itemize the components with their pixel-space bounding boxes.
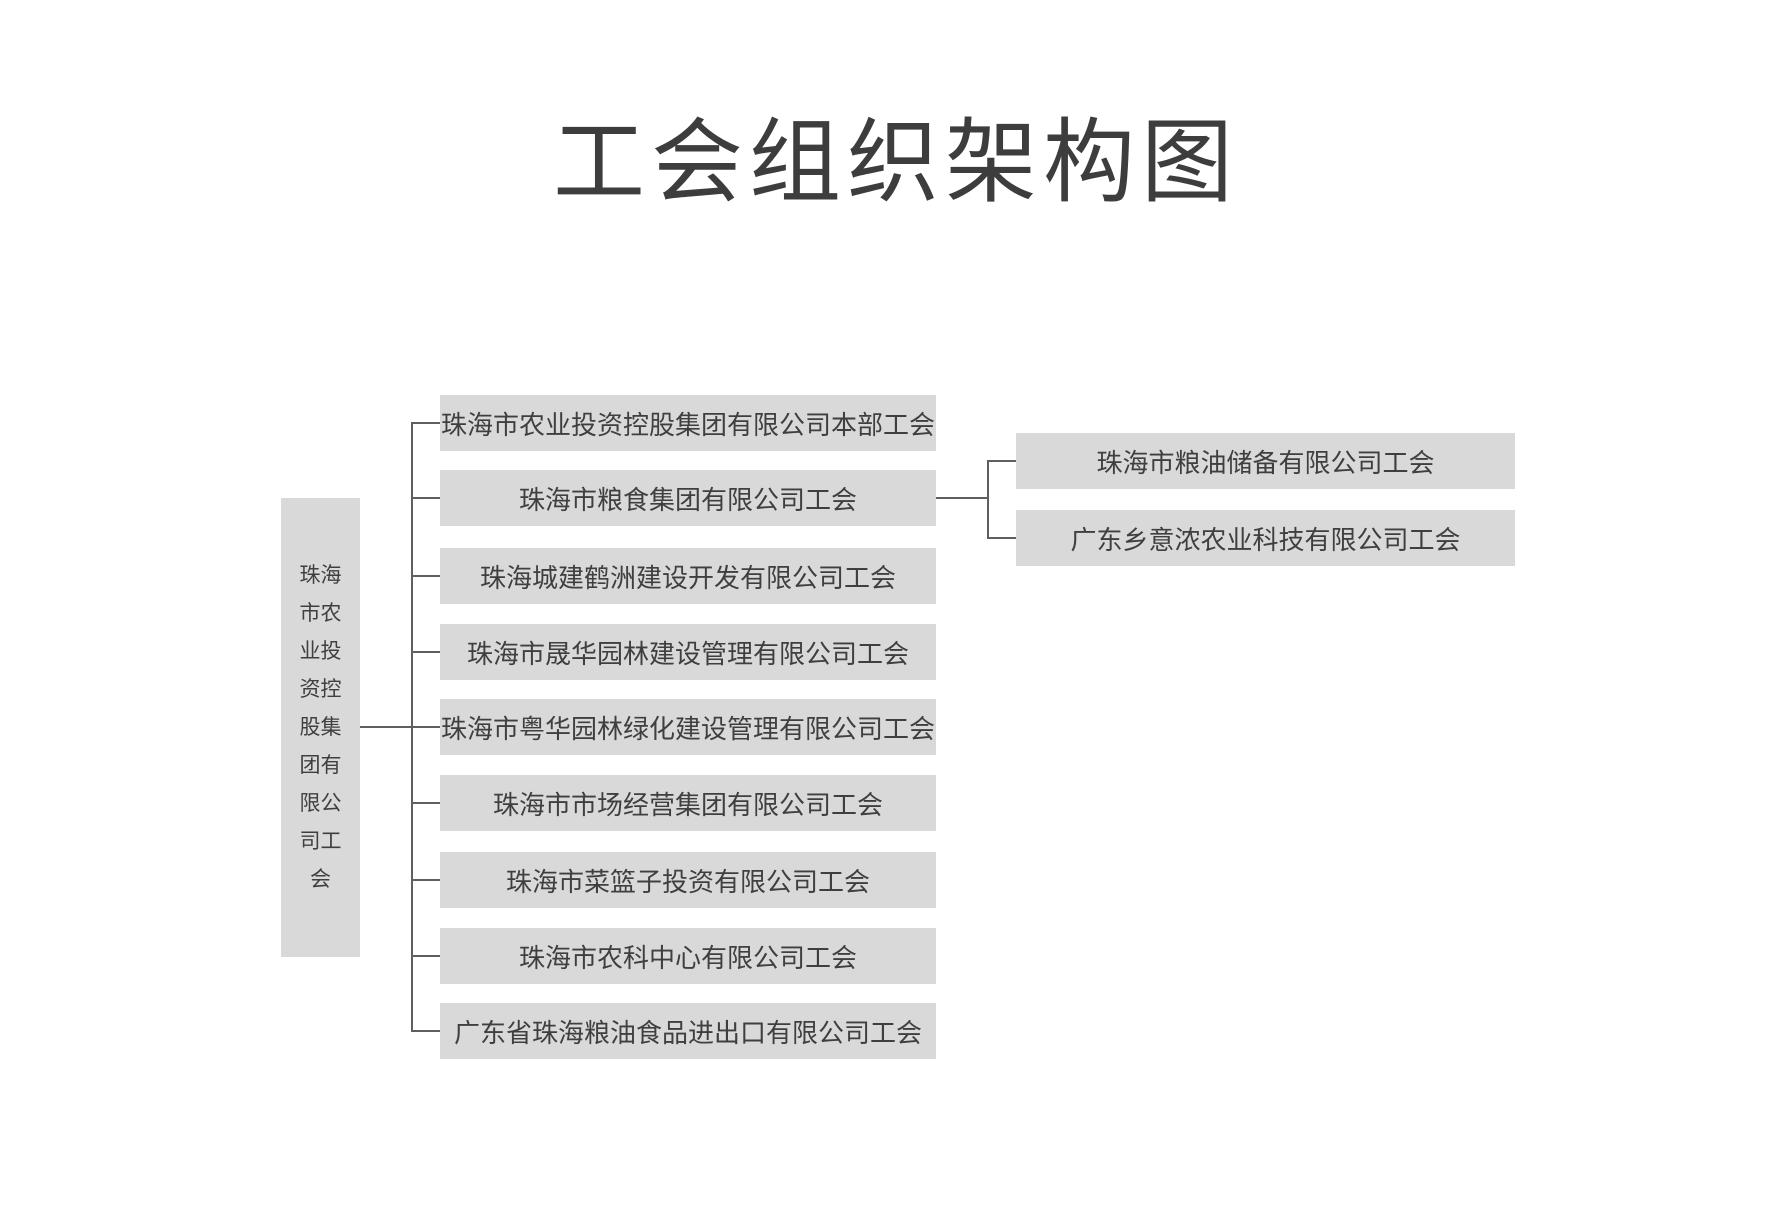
connector-branch-5: [411, 726, 440, 728]
connector-branch-2: [411, 497, 440, 499]
org-node-grain-oil-reserve-union: 珠海市粮油储备有限公司工会: [1016, 433, 1515, 489]
org-node-yuehua-landscape-union: 珠海市粤华园林绿化建设管理有限公司工会: [440, 699, 936, 755]
connector-subtree-branch-1: [989, 460, 1016, 462]
org-node-root-label: 珠海市农业投资控股集团有限公司工会: [299, 563, 342, 891]
org-node-vegetable-basket-union: 珠海市菜篮子投资有限公司工会: [440, 852, 936, 908]
connector-branch-9: [411, 1030, 440, 1032]
connector-branch-8: [411, 955, 440, 957]
org-node-xiangyinong-agritech-union: 广东乡意浓农业科技有限公司工会: [1016, 510, 1515, 566]
connector-branch-7: [411, 879, 440, 881]
org-node-hezhou-construction-union: 珠海城建鹤洲建设开发有限公司工会: [440, 548, 936, 604]
org-node-agri-science-center-union: 珠海市农科中心有限公司工会: [440, 928, 936, 984]
org-node-root: 珠海市农业投资控股集团有限公司工会: [281, 498, 360, 957]
connector-branch-1: [411, 422, 440, 424]
org-node-shenghua-landscape-union: 珠海市晟华园林建设管理有限公司工会: [440, 624, 936, 680]
connector-subtree-main: [936, 497, 989, 499]
connector-branch-3: [411, 575, 440, 577]
org-node-grain-oil-import-export-union: 广东省珠海粮油食品进出口有限公司工会: [440, 1003, 936, 1059]
connector-branch-4: [411, 651, 440, 653]
connector-root-link: [360, 726, 411, 728]
org-node-headquarters-union: 珠海市农业投资控股集团有限公司本部工会: [440, 395, 936, 451]
org-node-market-operation-union: 珠海市市场经营集团有限公司工会: [440, 775, 936, 831]
connector-subtree-branch-2: [989, 537, 1016, 539]
connector-branch-6: [411, 802, 440, 804]
org-node-grain-group-union: 珠海市粮食集团有限公司工会: [440, 470, 936, 526]
page-title: 工会组织架构图: [552, 112, 1239, 214]
connector-subtree-vertical: [987, 460, 989, 539]
